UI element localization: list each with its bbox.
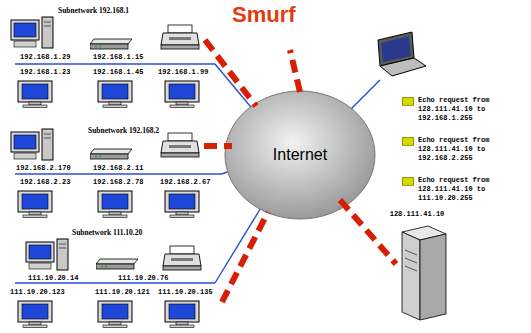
ip-address: 111.10.20.121 bbox=[95, 288, 150, 296]
legend-swatch bbox=[402, 137, 414, 146]
subnet-label: Subnetwork 111.10.20 bbox=[72, 228, 142, 237]
ip-address: 192.168.1.99 bbox=[158, 68, 208, 76]
ip-address: 192.168.1.23 bbox=[20, 68, 70, 76]
victim-server: 128.111.41.10 bbox=[382, 210, 452, 322]
ip-address: 192.168.2.67 bbox=[160, 178, 210, 186]
subnet-label: Subnetwork 192.168.2 bbox=[88, 126, 159, 135]
ip-address: 111.10.20.135 bbox=[158, 288, 213, 296]
ip-address: 111.10.20.123 bbox=[10, 288, 65, 296]
legend-swatch bbox=[402, 97, 414, 106]
internet-cloud: Internet bbox=[225, 91, 375, 219]
ip-address: 192.168.1.45 bbox=[93, 68, 143, 76]
ip-address: 192.168.1.15 bbox=[93, 53, 143, 61]
legend-text: Echo request from 128.111.41.10 to 192.1… bbox=[418, 136, 498, 163]
server-address: 128.111.41.10 bbox=[390, 210, 445, 218]
diagram-title: Smurf bbox=[232, 2, 296, 28]
ip-address: 192.168.2.170 bbox=[16, 164, 71, 172]
node-label: Internet bbox=[273, 146, 327, 164]
ip-address: 192.168.2.11 bbox=[93, 164, 143, 172]
subnet-label: Subnetwork 192.168.1 bbox=[58, 6, 129, 15]
laptop-icon bbox=[378, 32, 426, 76]
ip-address: 111.10.20.76 bbox=[118, 274, 168, 282]
ip-address: 192.168.2.23 bbox=[20, 178, 70, 186]
legend-text: Echo request from 128.111.41.10 to 111.1… bbox=[418, 176, 498, 203]
ip-address: 192.168.2.78 bbox=[93, 178, 143, 186]
server-icon bbox=[402, 226, 446, 320]
ip-address: 111.10.20.14 bbox=[28, 274, 78, 282]
legend-text: Echo request from 128.111.41.10 to 192.1… bbox=[418, 96, 498, 123]
ip-address: 192.168.1.29 bbox=[20, 53, 70, 61]
legend-swatch bbox=[402, 177, 414, 186]
